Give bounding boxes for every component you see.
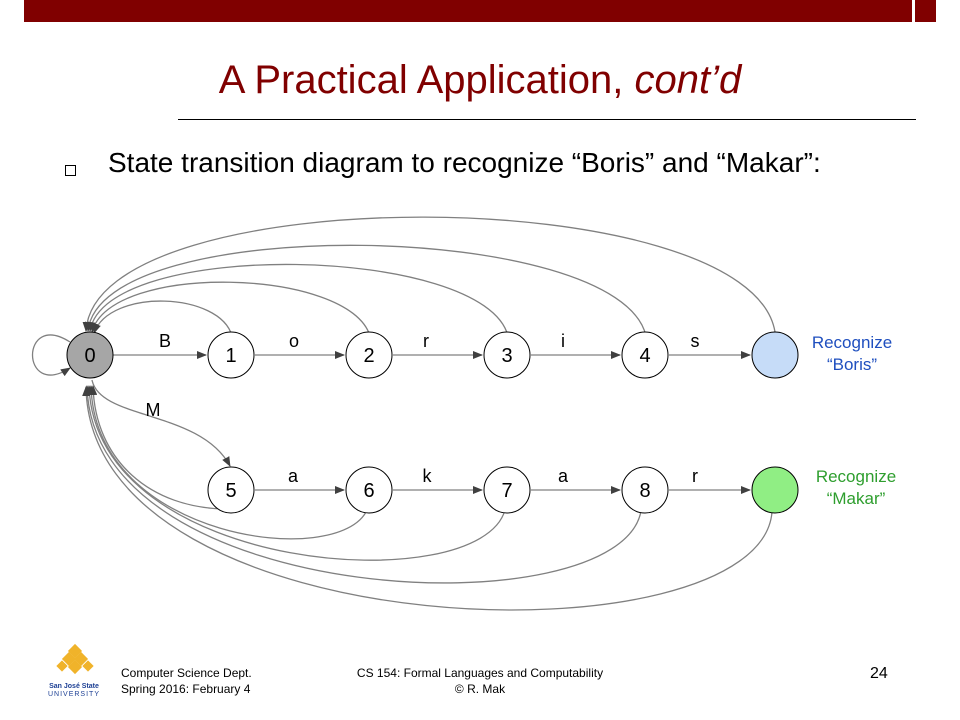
sjsu-logo-icon (56, 643, 94, 675)
recognize-boris-line2: “Boris” (827, 355, 877, 374)
title-main: A Practical Application, (218, 58, 635, 102)
footer-author: © R. Mak (454, 682, 506, 696)
label-o: o (289, 331, 299, 351)
back-arc-4 (84, 244, 647, 337)
logo-line1: San José State (49, 683, 99, 690)
recognize-makar-line1: Recognize (816, 467, 896, 486)
footer-dept: Computer Science Dept. (121, 666, 252, 680)
label-a2: a (558, 466, 569, 486)
state-2 (345, 331, 393, 379)
state-label-1: 1 (225, 345, 236, 367)
state-label-4: 4 (639, 345, 650, 367)
footer-term: Spring 2016: February 4 (121, 682, 251, 696)
logo-line2: UNIVERSITY (47, 691, 100, 698)
page-number: 24 (870, 665, 888, 682)
label-M: M (146, 400, 161, 420)
back-arc-3 (87, 263, 509, 337)
state-label-5: 5 (225, 480, 236, 502)
back-arc-9 (83, 385, 642, 584)
state-label-6: 6 (363, 480, 374, 502)
state-label-3: 3 (501, 345, 512, 367)
bullet-square-icon (65, 165, 76, 176)
title-italic: cont’d (634, 58, 742, 102)
back-arc-7 (87, 385, 368, 540)
top-banner (24, 0, 912, 22)
label-k: k (423, 466, 433, 486)
label-s: s (691, 331, 700, 351)
back-arc-8 (85, 385, 506, 561)
state-label-8: 8 (639, 480, 650, 502)
title-rule (178, 119, 916, 120)
state-label-0: 0 (84, 345, 95, 367)
state-8 (621, 466, 669, 514)
back-arc-2 (90, 281, 371, 337)
state-3 (483, 331, 531, 379)
state-6 (345, 466, 393, 514)
footer-left: Computer Science Dept. Spring 2016: Febr… (121, 665, 252, 697)
label-r2: r (692, 466, 698, 486)
label-a1: a (288, 466, 299, 486)
slide-title: A Practical Application, cont’d (0, 58, 960, 103)
label-i: i (561, 331, 565, 351)
footer-center: CS 154: Formal Languages and Computabili… (300, 665, 660, 697)
footer-course: CS 154: Formal Languages and Computabili… (356, 666, 604, 680)
state-label-7: 7 (501, 480, 512, 502)
top-banner-tab (912, 0, 936, 22)
recognize-makar-line2: “Makar” (827, 489, 886, 508)
self-loop-0 (32, 334, 71, 377)
edge-0-5 (91, 379, 231, 467)
label-r1: r (423, 331, 429, 351)
state-5 (207, 466, 255, 514)
state-1 (207, 331, 255, 379)
accept-state-boris (751, 331, 799, 379)
back-arc-10 (82, 386, 773, 611)
state-4 (621, 331, 669, 379)
state-0 (66, 331, 114, 379)
accept-state-makar (751, 466, 799, 514)
logo-wordmark: San José State UNIVERSITY (44, 683, 104, 699)
state-7 (483, 466, 531, 514)
back-arc-1 (93, 300, 233, 337)
label-B: B (159, 331, 171, 351)
back-arc-5 (82, 216, 776, 333)
bullet-text: State transition diagram to recognize “B… (108, 147, 821, 178)
state-label-2: 2 (363, 345, 374, 367)
recognize-boris-line1: Recognize (812, 333, 892, 352)
back-arc-6 (89, 385, 229, 510)
